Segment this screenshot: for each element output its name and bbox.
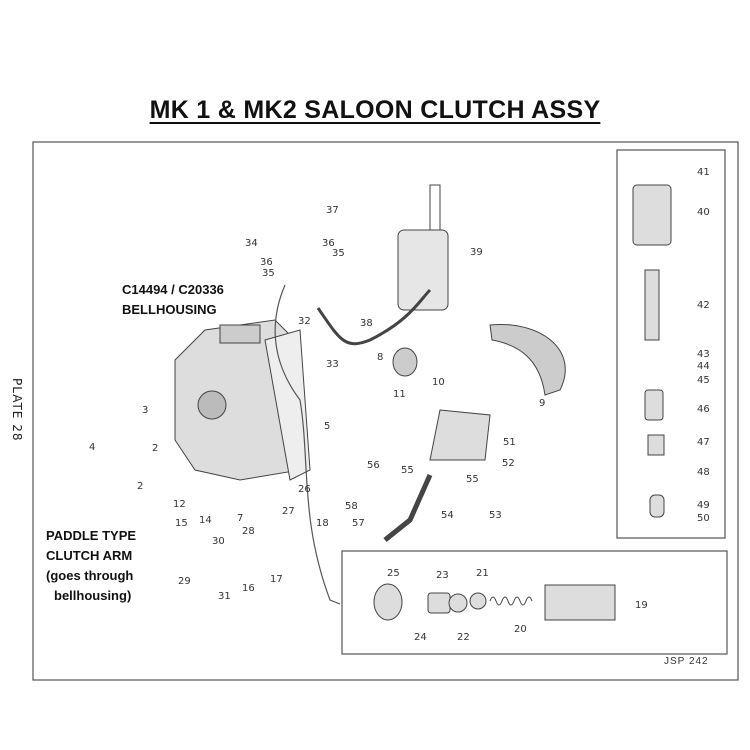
part-label-23: 23 — [436, 570, 449, 581]
part-label-12: 12 — [173, 499, 186, 510]
bellhousing-part-numbers: C14494 / C20336 — [122, 282, 224, 297]
part-label-33: 33 — [326, 359, 339, 370]
part-label-55: 55 — [466, 474, 479, 485]
bellhousing-label: BELLHOUSING — [122, 302, 217, 317]
part-label-35: 35 — [262, 268, 275, 279]
part-label-51: 51 — [503, 437, 516, 448]
part-label-34: 34 — [245, 238, 258, 249]
part-label-36: 36 — [322, 238, 335, 249]
part-label-50: 50 — [697, 513, 710, 524]
diagram-title: MK 1 & MK2 SALOON CLUTCH ASSY — [149, 96, 601, 124]
part-label-7: 7 — [237, 513, 243, 524]
part-label-38: 38 — [360, 318, 373, 329]
part-label-30: 30 — [212, 536, 225, 547]
part-label-22: 22 — [457, 632, 470, 643]
part-label-9: 9 — [539, 398, 545, 409]
part-label-11: 11 — [393, 389, 406, 400]
part-label-42: 42 — [697, 300, 710, 311]
part-label-4: 4 — [89, 442, 95, 453]
reference-code: JSP 242 — [664, 656, 709, 667]
part-label-5: 5 — [324, 421, 330, 432]
part-label-35: 35 — [332, 248, 345, 259]
master-cylinder-inset — [616, 149, 726, 539]
bellhousing-note: C14494 / C20336 BELLHOUSING — [122, 280, 224, 320]
part-label-21: 21 — [476, 568, 489, 579]
part-label-3: 3 — [142, 405, 148, 416]
part-label-48: 48 — [697, 467, 710, 478]
hydraulic-pipe — [274, 284, 341, 605]
part-label-54: 54 — [441, 510, 454, 521]
bellhousing-part — [174, 319, 311, 481]
reservoir-part — [392, 184, 449, 377]
part-label-39: 39 — [470, 247, 483, 258]
part-label-27: 27 — [282, 506, 295, 517]
part-label-40: 40 — [697, 207, 710, 218]
part-label-47: 47 — [697, 437, 710, 448]
part-label-43: 43 — [697, 349, 710, 360]
part-label-31: 31 — [218, 591, 231, 602]
clutch-arm-line-3: (goes through — [46, 568, 134, 583]
slave-cylinder-inset — [341, 550, 728, 655]
clutch-arm-line-1: PADDLE TYPE — [46, 528, 137, 543]
part-label-36: 36 — [260, 257, 273, 268]
part-label-49: 49 — [697, 500, 710, 511]
part-label-19: 19 — [635, 600, 648, 611]
pedal-housing — [429, 409, 491, 461]
part-label-46: 46 — [697, 404, 710, 415]
part-label-44: 44 — [697, 361, 710, 372]
clutch-pedal — [383, 473, 433, 542]
clutch-arm-line-2: CLUTCH ARM — [46, 548, 133, 563]
master-cylinder-parts — [632, 184, 672, 518]
part-label-10: 10 — [432, 377, 445, 388]
part-label-24: 24 — [414, 632, 427, 643]
part-label-55: 55 — [401, 465, 414, 476]
clutch-arm-line-4: bellhousing) — [54, 588, 132, 603]
fluid-hose — [316, 288, 432, 346]
part-label-37: 37 — [326, 205, 339, 216]
part-label-57: 57 — [352, 518, 365, 529]
plate-number: PLATE 28 — [10, 378, 24, 442]
part-label-58: 58 — [345, 501, 358, 512]
part-label-28: 28 — [242, 526, 255, 537]
dust-shield — [489, 323, 566, 396]
part-label-53: 53 — [489, 510, 502, 521]
part-label-45: 45 — [697, 375, 710, 386]
part-label-14: 14 — [199, 515, 212, 526]
part-label-32: 32 — [298, 316, 311, 327]
part-label-8: 8 — [377, 352, 383, 363]
part-label-52: 52 — [502, 458, 515, 469]
part-label-2: 2 — [152, 443, 158, 454]
part-label-16: 16 — [242, 583, 255, 594]
part-label-26: 26 — [298, 484, 311, 495]
part-label-56: 56 — [367, 460, 380, 471]
part-label-15: 15 — [175, 518, 188, 529]
part-label-2: 2 — [137, 481, 143, 492]
part-label-18: 18 — [316, 518, 329, 529]
part-label-25: 25 — [387, 568, 400, 579]
diagram-frame — [32, 141, 739, 681]
part-label-20: 20 — [514, 624, 527, 635]
part-label-41: 41 — [697, 167, 710, 178]
clutch-arm-note: PADDLE TYPE CLUTCH ARM (goes through bel… — [46, 526, 136, 606]
slave-cylinder-parts — [373, 583, 616, 621]
part-label-17: 17 — [270, 574, 283, 585]
part-label-29: 29 — [178, 576, 191, 587]
